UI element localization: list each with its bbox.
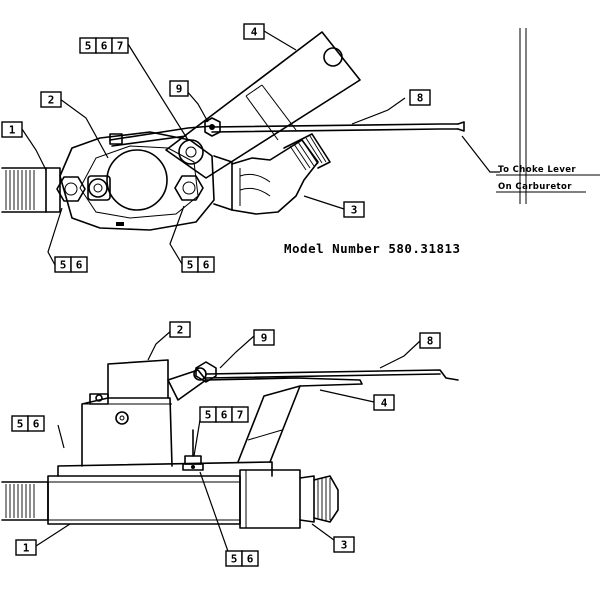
- callout-bot-9: 9: [253, 329, 275, 346]
- svg-text:5: 5: [85, 40, 92, 53]
- svg-text:1: 1: [23, 542, 30, 555]
- choke-note-line1: To Choke Lever: [498, 165, 576, 175]
- choke-note-line2: On Carburetor: [498, 182, 572, 192]
- svg-text:9: 9: [261, 332, 268, 345]
- bottom-view: [1, 329, 459, 558]
- callout-top-56-right: 5 6: [181, 256, 215, 273]
- bottom-elbow-fitting: [239, 469, 339, 529]
- svg-text:2: 2: [177, 324, 184, 337]
- svg-text:6: 6: [76, 259, 83, 272]
- svg-text:4: 4: [251, 26, 258, 39]
- svg-text:6: 6: [203, 259, 210, 272]
- svg-text:1: 1: [9, 124, 16, 137]
- svg-text:6: 6: [247, 553, 254, 566]
- callouts: 1 2 4 5 6 7 9 8 3: [1, 23, 441, 567]
- top-hex-nut-left: [56, 176, 86, 202]
- model-number-label: Model Number 580.31813: [284, 241, 461, 256]
- svg-text:7: 7: [117, 40, 124, 53]
- bottom-main-body: [1, 475, 241, 525]
- svg-text:5: 5: [17, 418, 24, 431]
- svg-text:6: 6: [33, 418, 40, 431]
- svg-text:8: 8: [417, 92, 424, 105]
- top-choke-wire: [211, 123, 459, 128]
- top-hex-nut-right: [174, 175, 204, 201]
- top-lever-pivot-bolt: [178, 139, 204, 165]
- bottom-bolt-assembly: [182, 429, 204, 471]
- callout-top-8: 8: [409, 89, 431, 106]
- callout-top-56-left: 5 6: [54, 256, 88, 273]
- callout-bot-4: 4: [373, 394, 395, 411]
- top-view: [1, 28, 527, 266]
- bottom-flange-plate: [57, 461, 273, 477]
- svg-text:6: 6: [221, 409, 228, 422]
- svg-text:5: 5: [231, 553, 238, 566]
- bottom-spring-clip: [195, 361, 217, 383]
- callout-bot-3: 3: [333, 536, 355, 553]
- callout-top-567: 5 6 7: [79, 37, 129, 54]
- callout-top-2: 2: [40, 91, 62, 108]
- top-choke-lever-arm: [165, 31, 361, 179]
- callout-top-1: 1: [1, 121, 23, 138]
- svg-text:5: 5: [60, 259, 67, 272]
- top-choke-bore: [106, 149, 168, 211]
- svg-text:4: 4: [381, 397, 388, 410]
- top-choke-shaft-nut: [88, 178, 108, 198]
- callout-bot-56-left: 5 6: [11, 415, 45, 432]
- svg-text:2: 2: [48, 94, 55, 107]
- bottom-choke-wire: [205, 369, 459, 381]
- callout-bot-56-bottom: 5 6: [225, 550, 259, 567]
- choke-lever-note: To Choke Lever On Carburetor: [496, 165, 600, 193]
- svg-text:3: 3: [351, 204, 358, 217]
- svg-text:9: 9: [176, 83, 183, 96]
- callout-top-4: 4: [243, 23, 265, 40]
- svg-text:6: 6: [101, 40, 108, 53]
- callout-top-3: 3: [343, 201, 365, 218]
- callout-bot-1: 1: [15, 539, 37, 556]
- svg-text:7: 7: [237, 409, 244, 422]
- callout-bot-2: 2: [169, 321, 191, 338]
- callout-top-9: 9: [169, 80, 189, 97]
- top-flange-body: [59, 131, 215, 231]
- callout-bot-567: 5 6 7: [199, 406, 249, 423]
- top-left-pipe: [1, 167, 61, 213]
- svg-text:5: 5: [187, 259, 194, 272]
- bottom-choke-cylinder: [107, 359, 169, 399]
- svg-text:5: 5: [205, 409, 212, 422]
- top-elbow-fitting: [213, 133, 331, 215]
- callout-bot-8: 8: [419, 332, 441, 349]
- bottom-housing-block: [81, 393, 173, 467]
- bottom-choke-lever: [167, 367, 363, 463]
- svg-text:8: 8: [427, 335, 434, 348]
- svg-text:3: 3: [341, 539, 348, 552]
